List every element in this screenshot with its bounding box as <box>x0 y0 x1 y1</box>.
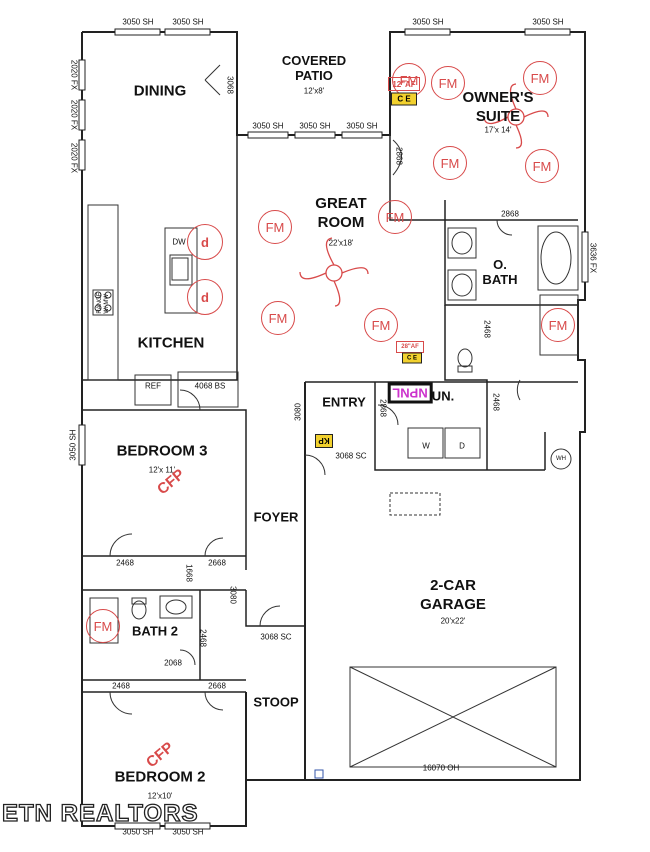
fan-mount-marker: FM <box>525 149 559 183</box>
garage-size: 20'x22' <box>440 616 466 626</box>
keypad-tag: KP <box>315 434 333 448</box>
room-bedroom-3: BEDROOM 3 <box>116 442 208 460</box>
bedroom-3-size: 12'x 11' <box>148 465 176 475</box>
bedroom-2-door-label: 2668 <box>208 681 226 691</box>
room-entry: ENTRY <box>322 394 366 410</box>
left-fixed-window-2: 2020 FX <box>69 99 79 131</box>
window-bottom-1: 3050 SH <box>122 827 154 837</box>
fan-mount-marker: FM <box>431 66 465 100</box>
watermark: ETN REALTORS <box>1 799 199 827</box>
window-top-right-2: 3050 SH <box>532 17 564 27</box>
obath-fixed-window: 3636 FX <box>588 242 598 274</box>
bedroom-3-door-label: 2668 <box>208 558 226 568</box>
fan-mount-marker: FM <box>261 301 295 335</box>
closet-door-a: 2468 <box>482 320 492 338</box>
bedroom-3-window: 3050 SH <box>68 429 78 461</box>
patio-window-1: 3050 SH <box>252 121 284 131</box>
dryer-label: D <box>459 441 465 451</box>
bedroom-3-closet-label: 2468 <box>116 558 134 568</box>
left-fixed-window-3: 2020 FX <box>69 142 79 174</box>
foyer-side-label: 3080 <box>228 586 238 604</box>
laundry-sign: NPNL <box>387 382 433 404</box>
room-owners-suite: OWNER'S SUITE <box>462 89 534 125</box>
window-top-left-1: 3050 SH <box>122 17 154 27</box>
room-kitchen: KITCHEN <box>137 334 205 352</box>
range-label: RANGE W/ MW <box>97 292 110 314</box>
bedroom-2-closet-label: 2468 <box>112 681 130 691</box>
covered-patio-size: 12'x8' <box>303 86 325 96</box>
dining-door-label: 3068 <box>225 76 235 94</box>
linen-closet-label: 1668 <box>184 564 194 582</box>
ce-tag: C E <box>391 92 417 106</box>
room-stoop: STOOP <box>253 694 299 710</box>
garage-door-label: 16070 OH <box>422 763 460 773</box>
room-dining: DINING <box>133 82 187 100</box>
left-fixed-window-1: 2020 FX <box>69 59 79 91</box>
great-room-size: 22'x18' <box>328 238 354 248</box>
entry-door-3080: 3080 <box>293 403 303 421</box>
window-bottom-2: 3050 SH <box>172 827 204 837</box>
fan-mount-marker: FM <box>364 308 398 342</box>
refrigerator-label: REF <box>145 381 161 391</box>
fan-mount-marker: FM <box>433 146 467 180</box>
room-bath-2: BATH 2 <box>132 623 178 639</box>
af-entry-tag: 28"AF <box>396 341 424 353</box>
water-heater-label: WH <box>556 456 566 462</box>
fan-mount-marker: FM <box>86 609 120 643</box>
owners-suite-size: 17'x 14' <box>484 125 512 135</box>
fan-mount-marker: FM <box>541 308 575 342</box>
af-suite-tag: 12"AF <box>388 77 420 91</box>
washer-label: W <box>422 441 430 451</box>
fan-mount-marker: FM <box>523 61 557 95</box>
front-door-label: 3068 SC <box>260 632 292 642</box>
kitchen-door-label: 4068 BS <box>194 381 226 391</box>
laundry-door-label: 2868 <box>378 399 388 417</box>
bedroom-2-size: 12'x10' <box>147 791 173 801</box>
closet-door-b: 2468 <box>491 393 501 411</box>
room-foyer: FOYER <box>253 509 299 525</box>
room-bedroom-2: BEDROOM 2 <box>114 768 206 786</box>
bath-2-door-label: 2468 <box>198 629 208 647</box>
patio-window-2: 3050 SH <box>299 121 331 131</box>
window-top-right-1: 3050 SH <box>412 17 444 27</box>
fan-mount-marker: FM <box>258 210 292 244</box>
garage-entry-door-label: 3068 SC <box>335 451 367 461</box>
patio-window-3: 3050 SH <box>346 121 378 131</box>
bath-2-small-door-label: 2068 <box>164 658 182 668</box>
suite-door-label: 2868 <box>394 147 404 165</box>
window-top-left-2: 3050 SH <box>172 17 204 27</box>
pendant-light-icon: d <box>187 224 223 260</box>
room-laundry: UN. <box>431 388 455 404</box>
room-o-bath: O. BATH <box>482 257 518 287</box>
fan-mount-marker: FM <box>378 200 412 234</box>
room-covered-patio: COVERED PATIO <box>281 53 347 83</box>
room-great-room: GREAT ROOM <box>315 195 367 231</box>
room-garage: 2-CAR GARAGE <box>420 577 486 613</box>
pendant-light-icon: d <box>187 279 223 315</box>
obath-door-label: 2868 <box>501 209 519 219</box>
dishwasher-label: DW <box>172 237 186 247</box>
ce-tag: C E <box>402 352 422 364</box>
